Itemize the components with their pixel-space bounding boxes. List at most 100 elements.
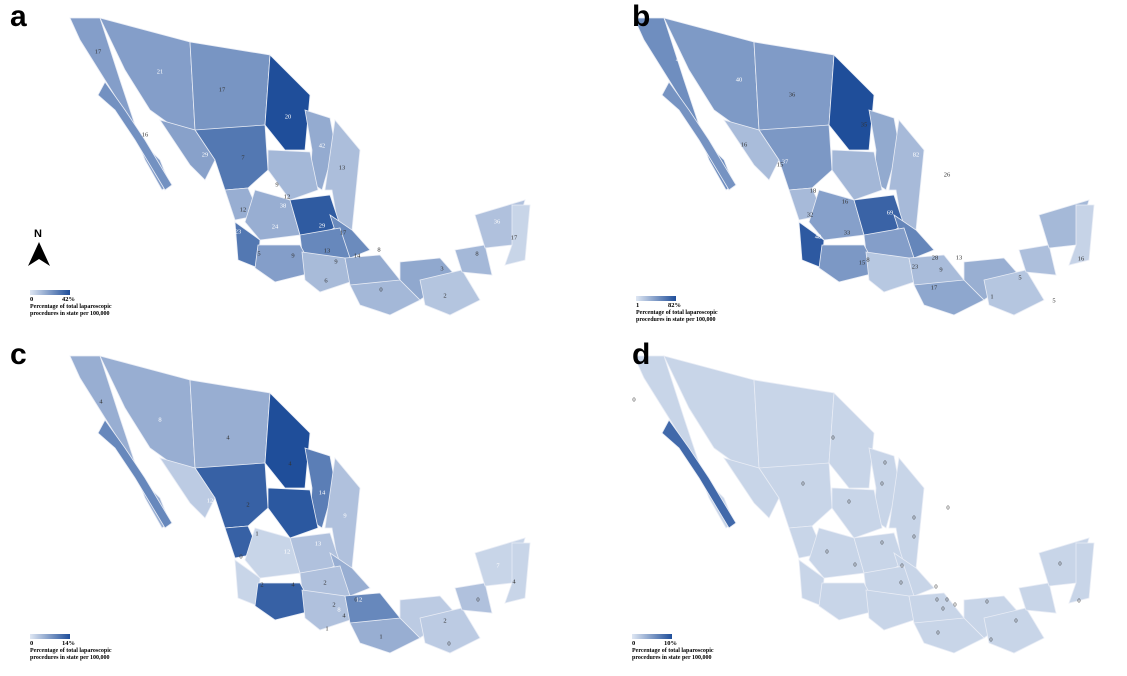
- state-value-label: 48: [815, 233, 822, 240]
- state-region: [504, 542, 531, 604]
- state-value-label: 0: [476, 596, 479, 603]
- state-value-label: 9: [275, 181, 278, 188]
- state-value-label: 4: [512, 578, 516, 585]
- state-value-label: 17: [219, 86, 226, 93]
- state-region: [189, 41, 271, 131]
- state-value-label: 17: [511, 234, 518, 241]
- state-value-label: 0: [825, 548, 828, 555]
- state-region: [97, 419, 173, 529]
- state-value-label: 82: [1105, 224, 1112, 231]
- state-value-label: 0: [912, 533, 915, 540]
- state-value-label: 0: [936, 629, 939, 636]
- state-region: [661, 81, 737, 191]
- legend-max: 82%: [668, 302, 681, 309]
- state-value-label: 12: [284, 193, 291, 200]
- state-value-label: 8: [866, 256, 869, 263]
- state-region: [1018, 244, 1057, 276]
- state-value-label: 15: [777, 161, 784, 168]
- state-value-label: 26: [944, 171, 951, 178]
- legend-caption: Percentage of total laparoscopic procedu…: [30, 648, 112, 661]
- state-value-label: 16: [741, 141, 748, 148]
- state-value-label: 8: [686, 418, 689, 425]
- state-region: [983, 269, 1045, 316]
- state-value-label: 28: [932, 254, 939, 261]
- state-value-label: 14: [354, 252, 361, 259]
- state-value-label: 16: [1078, 255, 1085, 262]
- state-value-label: 0: [853, 561, 856, 568]
- legend-gradient: [636, 296, 676, 301]
- state-value-label: 9: [343, 512, 346, 519]
- state-value-label: 20: [285, 113, 292, 120]
- state-value-label: 0: [945, 596, 948, 603]
- state-value-label: 75: [927, 230, 934, 237]
- state-value-label: 9: [334, 258, 337, 265]
- state-value-label: 8: [475, 250, 478, 257]
- state-value-label: 1: [255, 530, 258, 537]
- legend-gradient: [30, 290, 70, 295]
- north-arrow: N: [26, 228, 52, 268]
- state-value-label: 37: [934, 236, 941, 243]
- state-region: [264, 392, 311, 489]
- state-value-label: 38: [280, 202, 287, 209]
- state-value-label: 0: [989, 636, 992, 643]
- legend-gradient: [30, 634, 70, 639]
- state-value-label: 0: [801, 480, 804, 487]
- legend-gradient: [632, 634, 672, 639]
- state-region: [301, 589, 351, 631]
- state-region: [454, 244, 493, 276]
- state-value-label: 12: [284, 548, 291, 555]
- state-value-label: 9: [291, 252, 294, 259]
- state-region: [419, 607, 481, 654]
- state-region: [159, 457, 216, 519]
- legend-caption: Percentage of total laparoscopic procedu…: [632, 648, 714, 661]
- state-value-label: 23: [235, 228, 242, 235]
- panel-letter: c: [10, 338, 27, 371]
- state-value-label: 0: [1014, 617, 1017, 624]
- legend-max: 14%: [62, 640, 75, 647]
- state-value-label: 2: [260, 581, 263, 588]
- state-region: [983, 607, 1045, 654]
- state-value-label: 1: [990, 293, 993, 300]
- state-region: [913, 617, 985, 654]
- state-value-label: 0: [941, 605, 944, 612]
- state-value-label: 9: [939, 266, 942, 273]
- state-region: [865, 589, 915, 631]
- state-region: [349, 279, 421, 316]
- state-region: [189, 379, 271, 469]
- state-region: [244, 189, 301, 241]
- state-value-label: 0: [953, 601, 956, 608]
- state-value-label: 13: [315, 540, 322, 547]
- state-value-label: 36: [789, 91, 796, 98]
- state-region: [753, 379, 835, 469]
- state-region: [454, 582, 493, 614]
- state-value-label: 4: [291, 581, 295, 588]
- state-value-label: 8: [158, 416, 161, 423]
- state-value-label: 4: [99, 398, 103, 405]
- state-region: [349, 617, 421, 654]
- state-value-label: 2: [332, 601, 335, 608]
- state-region: [97, 81, 173, 191]
- state-value-label: 0: [880, 480, 883, 487]
- state-value-label: 13: [324, 247, 331, 254]
- state-value-label: 69: [887, 209, 894, 216]
- north-label: N: [34, 228, 42, 240]
- state-value-label: 17: [340, 229, 347, 236]
- state-value-label: 16: [842, 198, 849, 205]
- state-value-label: 36: [494, 218, 501, 225]
- state-value-label: 82: [913, 151, 920, 158]
- state-region: [831, 487, 883, 539]
- state-value-label: 29: [319, 222, 326, 229]
- state-value-label: 4: [288, 460, 292, 467]
- legend-min: 0: [30, 640, 34, 647]
- state-value-label: 12: [240, 206, 247, 213]
- state-value-label: 2: [443, 617, 446, 624]
- legend-max: 42%: [62, 296, 75, 303]
- state-region: [267, 487, 319, 539]
- legend-caption: Percentage of total laparoscopic procedu…: [30, 304, 112, 317]
